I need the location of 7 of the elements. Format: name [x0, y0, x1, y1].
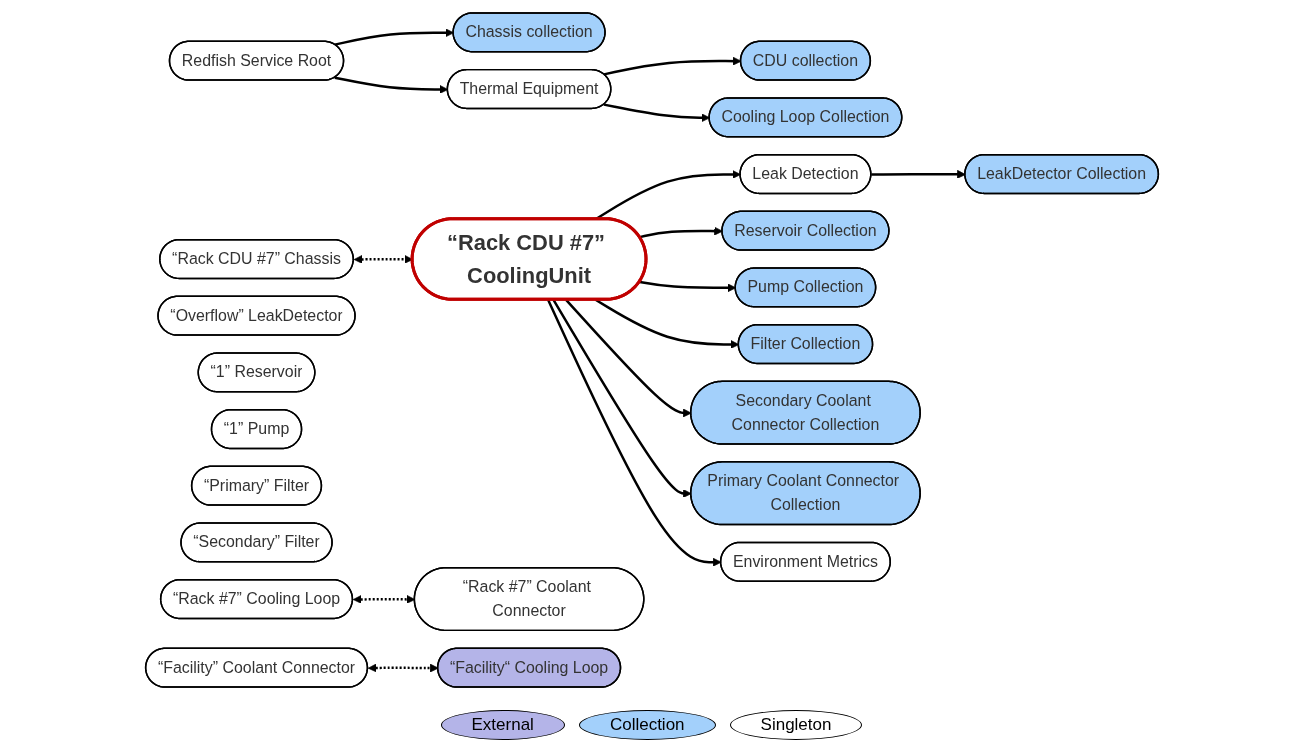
arrow [352, 595, 415, 604]
arrow [603, 56, 741, 76]
legend-swatch: Collection [578, 710, 716, 740]
legend-swatch: Singleton [729, 710, 863, 740]
arrow [638, 280, 736, 293]
arrow [334, 76, 448, 94]
legend-swatch: External [440, 710, 565, 740]
